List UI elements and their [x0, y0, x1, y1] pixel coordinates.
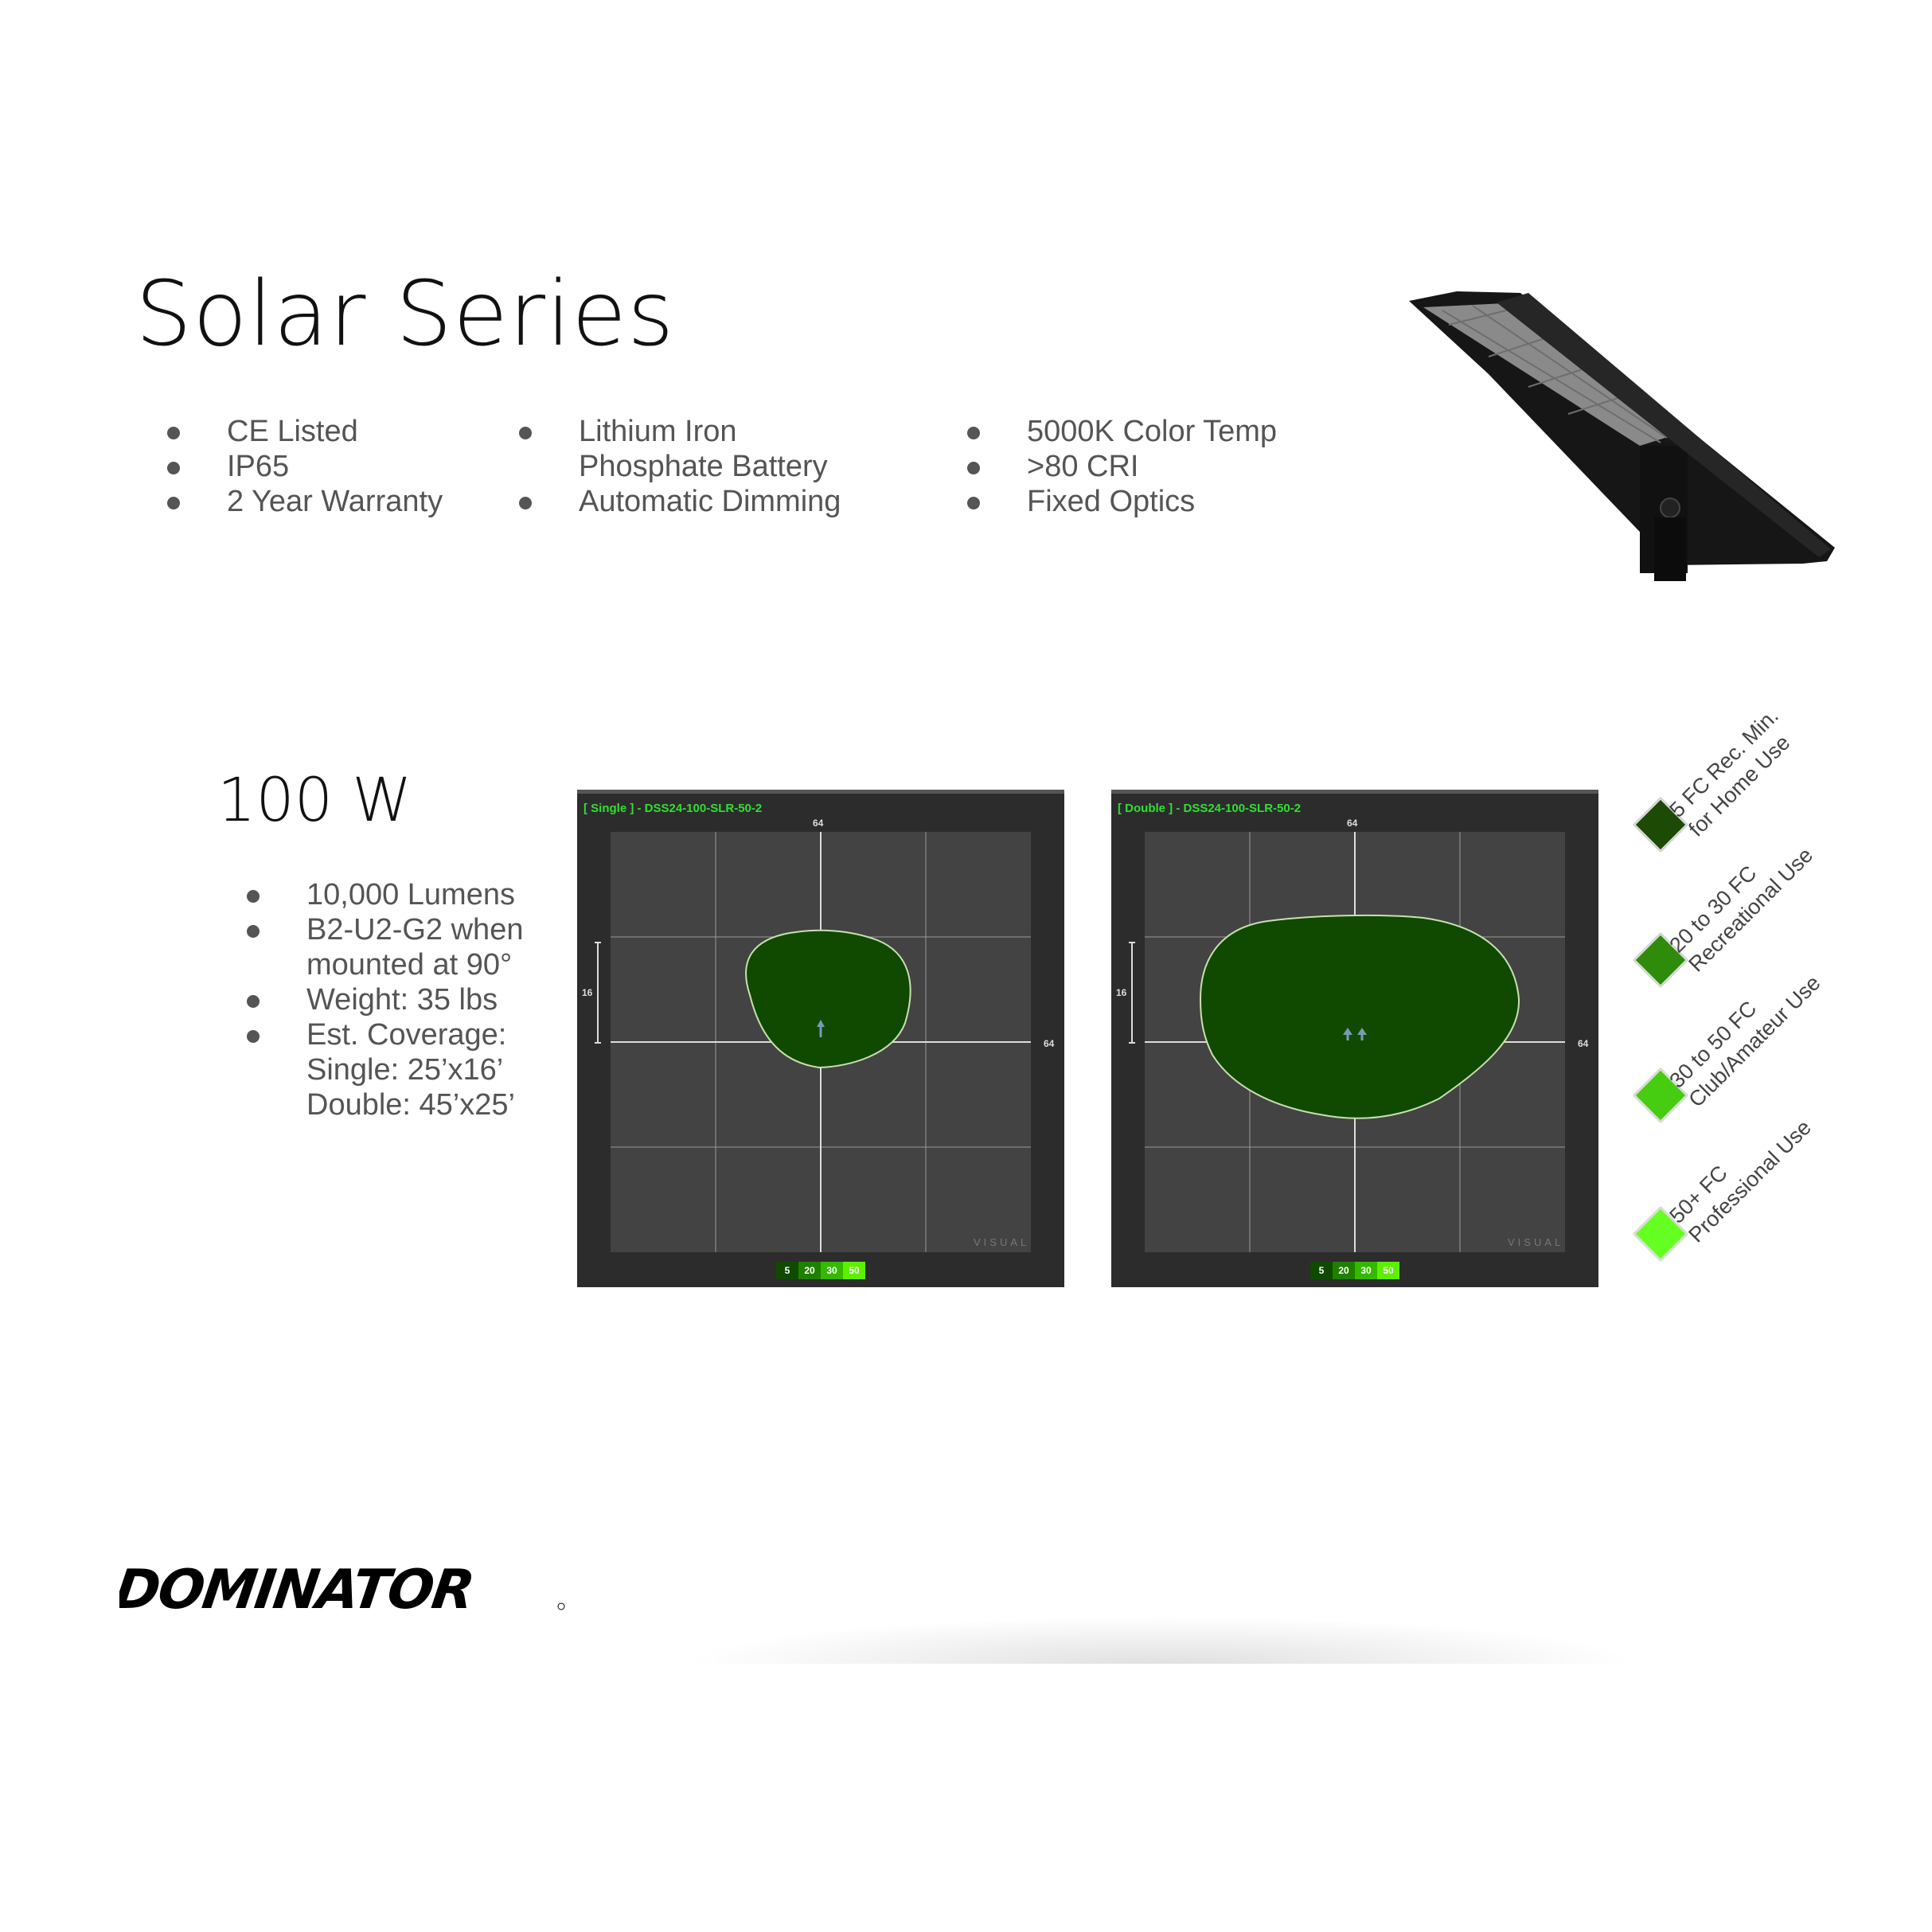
scale-50: 50	[1377, 1262, 1399, 1279]
dimension-arrow	[595, 942, 601, 1044]
decorative-shadow	[685, 1616, 1640, 1664]
side-dimension-label: 16	[582, 987, 593, 998]
scale-50: 50	[843, 1262, 865, 1279]
right-dimension-label: 64	[1044, 1038, 1055, 1049]
feature-item: Lithium Iron Phosphate Battery	[519, 414, 841, 484]
photometric-chart-single: [ Single ] - DSS24-100-SLR-50-2 64 16 64…	[577, 790, 1064, 1287]
illuminance-contour	[745, 929, 911, 1069]
solar-light-image	[1409, 291, 1835, 581]
illuminance-contour	[1199, 914, 1520, 1119]
spec-list: 10,000 Lumens B2-U2-G2 when mounted at 9…	[239, 877, 523, 1122]
feature-item: Fixed Optics	[967, 484, 1277, 519]
wattage-heading: 100 W	[217, 764, 412, 835]
feature-item: 5000K Color Temp	[967, 414, 1277, 449]
watermark: VISUAL	[1508, 1236, 1564, 1248]
spec-item: 10,000 Lumens	[239, 877, 523, 912]
chart-plot-area	[1145, 832, 1565, 1252]
feature-list-1: CE Listed IP65 2 Year Warranty	[167, 414, 443, 519]
fc-scale: 5 20 30 50	[1310, 1262, 1399, 1279]
feature-item: 2 Year Warranty	[167, 484, 443, 519]
page-title: Solar Series	[135, 263, 675, 366]
right-dimension-label: 64	[1578, 1038, 1589, 1049]
watermark: VISUAL	[974, 1236, 1030, 1248]
scale-5: 5	[1310, 1262, 1333, 1279]
feature-item: IP65	[167, 449, 443, 484]
fc-scale: 5 20 30 50	[776, 1262, 865, 1279]
legend-label: 5 FC Rec. Min.for Home Use	[1665, 704, 1795, 841]
dominator-logo: DOMINATOR	[111, 1559, 565, 1622]
spec-item: Est. Coverage: Single: 25’x16’ Double: 4…	[239, 1017, 523, 1122]
spec-item: B2-U2-G2 when mounted at 90°	[239, 912, 523, 982]
feature-list-2: Lithium Iron Phosphate Battery Automatic…	[519, 414, 841, 519]
scale-20: 20	[798, 1262, 821, 1279]
scale-5: 5	[776, 1262, 798, 1279]
top-dimension-label: 64	[1347, 818, 1358, 829]
scale-30: 30	[1355, 1262, 1377, 1279]
spec-item: Weight: 35 lbs	[239, 982, 523, 1017]
chart-title: [ Single ] - DSS24-100-SLR-50-2	[584, 802, 763, 815]
chart-title: [ Double ] - DSS24-100-SLR-50-2	[1118, 802, 1302, 815]
scale-30: 30	[821, 1262, 843, 1279]
logo-text: DOMINATOR	[119, 1560, 477, 1616]
dimension-arrow	[1129, 942, 1135, 1044]
side-dimension-label: 16	[1116, 987, 1127, 998]
scale-20: 20	[1333, 1262, 1355, 1279]
feature-item: CE Listed	[167, 414, 443, 449]
chart-plot-area	[611, 832, 1031, 1252]
feature-item: Automatic Dimming	[519, 484, 841, 519]
feature-list-3: 5000K Color Temp >80 CRI Fixed Optics	[967, 414, 1277, 519]
photometric-chart-double: [ Double ] - DSS24-100-SLR-50-2 64 16 64…	[1111, 790, 1598, 1287]
feature-item: >80 CRI	[967, 449, 1277, 484]
top-dimension-label: 64	[813, 818, 824, 829]
